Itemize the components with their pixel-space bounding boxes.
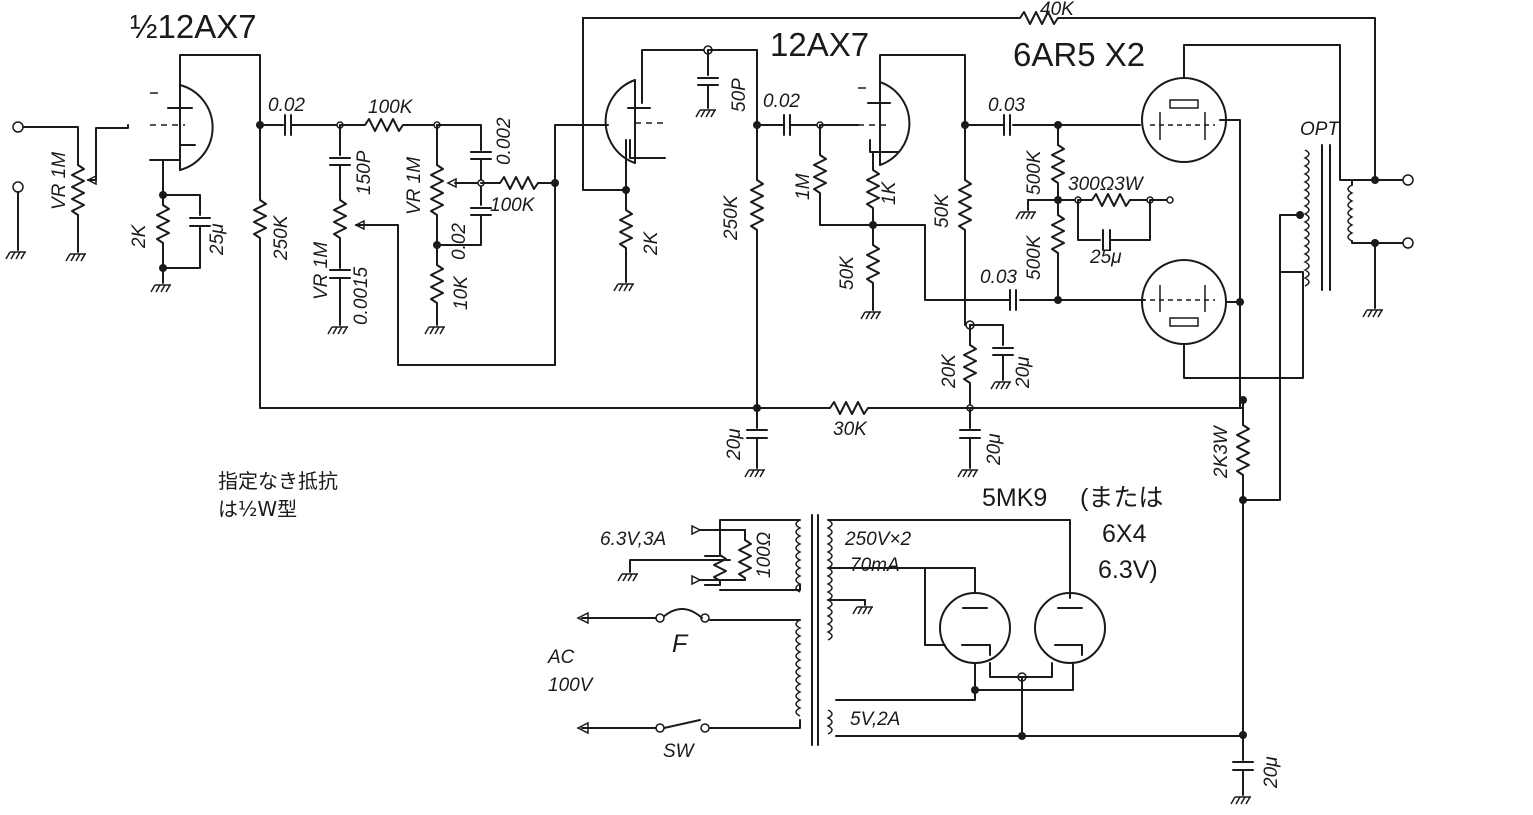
- r-20k-label: 20K: [939, 354, 960, 388]
- sw-label: SW: [663, 741, 694, 762]
- r-100-label: 100Ω: [754, 531, 775, 578]
- r-30k: [756, 401, 1244, 415]
- c-002-b-label: 0.02: [449, 223, 470, 260]
- rect-alt-1: (または: [1080, 484, 1164, 512]
- rect-alt-2: 6X4: [1102, 520, 1147, 548]
- tube-v1-label: ½12AX7: [130, 8, 257, 45]
- ground-symbol: [5, 251, 27, 260]
- r-250k-a: [253, 124, 758, 409]
- note-line-1: 指定なき抵抗: [218, 469, 338, 493]
- fuse-label: F: [672, 630, 688, 658]
- r-40k-feedback: [582, 11, 1376, 181]
- opt-label: OPT: [1300, 119, 1340, 140]
- c-20u-c-label: 20μ: [984, 433, 1005, 465]
- ac-label: AC: [548, 647, 575, 668]
- tube-v1: [149, 54, 261, 196]
- r-50k-a-label: 50K: [837, 256, 858, 290]
- rect-alt-3: 6.3V): [1098, 556, 1158, 584]
- c-003-b-label: 0.03: [980, 267, 1017, 288]
- r-250k-b-label: 250K: [721, 195, 742, 240]
- c-150p-label: 150P: [354, 150, 375, 195]
- rectifier-tube-2: [1034, 592, 1106, 664]
- c-0002-label: 0.002: [494, 117, 515, 165]
- tube-power-1: [1141, 77, 1227, 163]
- c-20u-b-label: 20μ: [724, 428, 745, 460]
- c-002-a-label: 0.02: [268, 95, 305, 116]
- hv-label: 250V×2: [845, 529, 912, 550]
- r-100k-b-label: 100K: [490, 195, 535, 216]
- c-25u-a-label: 25μ: [207, 223, 228, 255]
- tube-power-label: 6AR5 X2: [1013, 36, 1146, 73]
- hv-ma-label: 70mA: [850, 555, 900, 576]
- vr1-label: VR 1M: [49, 151, 70, 210]
- r-50k-b-label: 50K: [932, 194, 953, 228]
- vr2-label: VR 1M: [311, 241, 332, 300]
- r-500k-b-label: 500K: [1024, 235, 1045, 280]
- tube-v2-label: 12AX7: [770, 26, 870, 63]
- power-transformer: [795, 514, 833, 746]
- tube-rect-label: 5MK9: [982, 484, 1048, 512]
- c-003-a-label: 0.03: [988, 95, 1025, 116]
- r-30k-label: 30K: [833, 419, 867, 440]
- r-100k-a-label: 100K: [368, 97, 413, 118]
- c-50p-label: 50P: [729, 78, 750, 112]
- r-2k-a: [156, 194, 170, 269]
- r-250k-a-label: 250K: [271, 215, 292, 260]
- input-terminal-gnd: [12, 181, 24, 193]
- tube-v2b: [858, 81, 911, 166]
- c-20u-d-label: 20μ: [1261, 756, 1282, 788]
- input-section: [5, 121, 129, 262]
- r-1k-label: 1K: [879, 181, 900, 205]
- r-1m-label: 1M: [793, 173, 814, 200]
- heater-label: 6.3V,3A: [600, 529, 667, 550]
- r-300-label: 300Ω3W: [1068, 174, 1143, 195]
- c-20u-a-label: 20μ: [1013, 356, 1034, 388]
- vr1-potentiometer: [71, 164, 85, 253]
- output-terminal-2: [1402, 237, 1414, 249]
- filament-label: 5V,2A: [850, 709, 901, 730]
- input-terminal-hot: [12, 121, 24, 133]
- c-00015-label: 0.0015: [351, 266, 372, 325]
- opt-transformer: [1279, 144, 1354, 291]
- note-line-2: は½W型: [218, 497, 298, 521]
- c-25u-b-label: 25μ: [1090, 247, 1122, 268]
- tube-power-2: [1141, 259, 1227, 345]
- r-2k3w-label: 2K3W: [1211, 426, 1232, 478]
- r-10k-label: 10K: [451, 276, 472, 310]
- tube-v2a: [604, 79, 666, 164]
- ac-v-label: 100V: [548, 675, 593, 696]
- c-002-c-label: 0.02: [763, 91, 800, 112]
- r-40k-label: 40K: [1040, 0, 1074, 20]
- vr3-label: VR 1M: [404, 156, 425, 215]
- r-500k-a-label: 500K: [1024, 150, 1045, 195]
- output-terminal-1: [1402, 174, 1414, 186]
- r-2k-a-label: 2K: [129, 224, 150, 248]
- r-2k-b-label: 2K: [641, 231, 662, 255]
- rectifier-tube-1: [939, 592, 1011, 664]
